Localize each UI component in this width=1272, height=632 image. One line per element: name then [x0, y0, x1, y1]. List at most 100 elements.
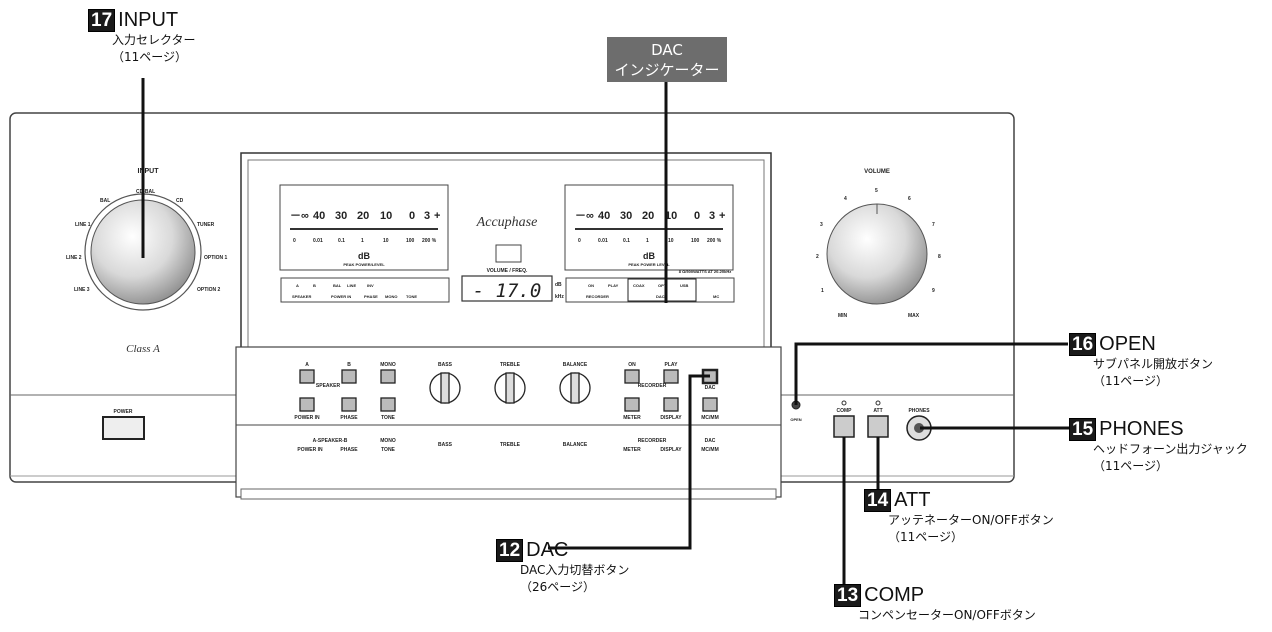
ind-tone: TONE [406, 294, 417, 299]
att-button[interactable] [867, 415, 889, 438]
treble-knob[interactable] [494, 372, 526, 404]
lmeter-sub3: 1 [361, 238, 364, 244]
rmeter-s1: 40 [598, 210, 610, 222]
lmeter-sub5: 100 [406, 238, 415, 244]
lmeter-s6: 3 [424, 210, 430, 222]
callout-comp-sub1: コンペンセーターON/OFFボタン [858, 608, 1036, 622]
input-knob-label: INPUT [138, 168, 160, 175]
rating-text: 8 Ω/500WATTS AT 20-20kHz [679, 269, 731, 274]
callout-phones-num: 15 [1069, 418, 1097, 441]
lmeter-s5: 0 [409, 210, 415, 222]
meter-button[interactable] [624, 397, 640, 412]
input-pos-tuner: TUNER [197, 222, 215, 228]
strip-powerin: POWER IN [297, 447, 323, 453]
vol-3: 3 [820, 222, 823, 228]
callout-phones-title: PHONES [1099, 418, 1184, 440]
display-button[interactable] [663, 397, 679, 412]
recorder-play-button[interactable] [663, 369, 679, 384]
power-button[interactable] [102, 416, 145, 440]
ind-b: B [313, 283, 316, 288]
rmeter-sub1: 0.01 [598, 238, 608, 244]
rmeter-sub2: 0.1 [623, 238, 630, 244]
unit-khz: kHz [555, 294, 564, 300]
input-pos-option1: OPTION 1 [204, 255, 228, 261]
callout-input-sub1: 入力セレクター [112, 33, 196, 47]
tone-button[interactable] [380, 397, 396, 412]
ind-mono: MONO [385, 294, 397, 299]
sub-panel [235, 346, 782, 498]
lmeter-s0: －∞ [290, 210, 309, 222]
comp-button[interactable] [833, 415, 855, 438]
rmeter-sub5: 100 [691, 238, 700, 244]
bass-knob[interactable] [429, 372, 461, 404]
rmeter-sub6: 200 % [707, 238, 722, 244]
dac-indicator-box [627, 278, 697, 302]
power-label: POWER [114, 409, 133, 415]
display-value: - 17.0 [473, 280, 542, 302]
strip-speaker: A-SPEAKER-B [313, 438, 348, 444]
right-meter [564, 184, 734, 271]
brand-logo: Accuphase [476, 215, 538, 230]
input-pos-cd: CD [176, 198, 184, 204]
input-pos-bal: BAL [100, 198, 110, 204]
lmeter-sub2: 0.1 [338, 238, 345, 244]
speaker-a-button[interactable] [299, 369, 315, 384]
lmeter-s1: 40 [313, 210, 325, 222]
mono-button[interactable] [380, 369, 396, 384]
ind-mc: MC [713, 294, 719, 299]
left-meter-unit: dB [358, 251, 370, 261]
right-meter-unit: dB [643, 251, 655, 261]
sub-label-mono: MONO [380, 362, 396, 368]
strip-tone: TONE [381, 447, 395, 453]
power-in-button[interactable] [299, 397, 315, 412]
unit-db: dB [555, 282, 562, 288]
recorder-on-button[interactable] [624, 369, 640, 384]
rmeter-sub0: 0 [578, 238, 581, 244]
sub-group-recorder: RECORDER [638, 383, 667, 389]
rmeter-s6: 3 [709, 210, 715, 222]
callout-dac-sub2: （26ページ） [520, 580, 596, 594]
phones-label: PHONES [908, 408, 930, 414]
strip-bass: BASS [438, 442, 453, 448]
vol-7: 7 [932, 222, 935, 228]
callout-att-sub1: アッテネーターON/OFFボタン [888, 513, 1054, 527]
sub-label-dac: DAC [705, 385, 716, 391]
lmeter-s2: 30 [335, 210, 347, 222]
phones-jack[interactable] [906, 415, 932, 441]
mcmm-button[interactable] [702, 397, 718, 412]
lmeter-s4: 10 [380, 210, 392, 222]
balance-knob[interactable] [559, 372, 591, 404]
rmeter-sub4: 10 [668, 238, 674, 244]
callout-att-title: ATT [894, 489, 931, 511]
vol-8: 8 [938, 254, 941, 260]
callout-input-num: 17 [88, 9, 116, 32]
strip-recorder: RECORDER [638, 438, 667, 444]
dac-indicator-callout: DAC インジケーター [607, 37, 727, 82]
callout-open-title: OPEN [1099, 333, 1156, 355]
sub-label-bass: BASS [438, 362, 453, 368]
input-pos-line1: LINE 1 [75, 222, 91, 228]
speaker-b-button[interactable] [341, 369, 357, 384]
callout-input-title: INPUT [118, 9, 179, 31]
phase-button[interactable] [341, 397, 357, 412]
sub-label-b: B [347, 362, 351, 368]
volume-knob[interactable] [826, 203, 928, 305]
sub-group-speaker: SPEAKER [316, 383, 341, 389]
callout-open-sub1: サブパネル開放ボタン [1093, 357, 1214, 371]
class-a-logo: Class A [126, 343, 160, 355]
rmeter-s7: + [719, 210, 725, 222]
rmeter-s5: 0 [694, 210, 700, 222]
sub-label-mcmm: MC/MM [701, 415, 719, 421]
strip-dac: DAC [705, 438, 716, 444]
ind-bal: BAL [333, 283, 342, 288]
ind-a: A [296, 283, 299, 288]
callout-comp-title: COMP [864, 584, 925, 606]
input-pos-line2: LINE 2 [66, 255, 82, 261]
rmeter-sub3: 1 [646, 238, 649, 244]
rmeter-s2: 30 [620, 210, 632, 222]
